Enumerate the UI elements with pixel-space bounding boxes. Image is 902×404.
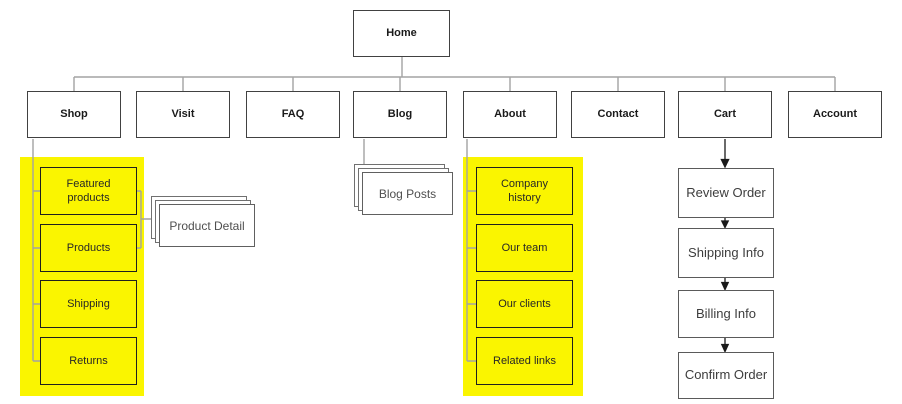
node-contact[interactable]: Contact — [571, 91, 665, 138]
arrow-shipping-to-billing — [720, 278, 730, 292]
node-review-order[interactable]: Review Order — [678, 168, 774, 218]
node-shipping[interactable]: Shipping — [40, 280, 137, 328]
node-faq-label: FAQ — [281, 108, 305, 121]
node-blog[interactable]: Blog — [353, 91, 447, 138]
node-confirm-order-label: Confirm Order — [684, 367, 768, 383]
node-home[interactable]: Home — [353, 10, 450, 57]
node-returns[interactable]: Returns — [40, 337, 137, 385]
node-cart[interactable]: Cart — [678, 91, 772, 138]
node-products-label: Products — [66, 241, 111, 254]
node-faq[interactable]: FAQ — [246, 91, 340, 138]
about-branch-connector — [466, 139, 476, 362]
shop-branch-connector — [32, 139, 40, 362]
node-our-team-label: Our team — [501, 241, 548, 254]
node-account[interactable]: Account — [788, 91, 882, 138]
node-returns-label: Returns — [69, 354, 108, 367]
node-shop[interactable]: Shop — [27, 91, 121, 138]
product-detail-bracket-connector — [137, 190, 152, 249]
node-account-label: Account — [813, 108, 857, 121]
node-our-clients-label: Our clients — [498, 297, 551, 310]
node-featured-products[interactable]: Featured products — [40, 167, 137, 215]
node-our-team[interactable]: Our team — [476, 224, 573, 272]
node-confirm-order[interactable]: Confirm Order — [678, 352, 774, 399]
node-company-history-label: Company history — [500, 177, 549, 204]
node-product-detail-label: Product Detail — [169, 218, 245, 233]
node-blog-label: Blog — [387, 108, 413, 121]
home-tree-connector — [73, 57, 836, 91]
node-about-label: About — [494, 108, 526, 121]
node-blog-posts-stack[interactable]: Blog Posts — [354, 164, 453, 215]
node-our-clients[interactable]: Our clients — [476, 280, 573, 328]
node-about[interactable]: About — [463, 91, 557, 138]
node-visit-label: Visit — [171, 108, 195, 121]
arrow-cart-to-review — [720, 139, 730, 169]
node-visit[interactable]: Visit — [136, 91, 230, 138]
node-review-order-label: Review Order — [686, 184, 766, 200]
node-shipping-info[interactable]: Shipping Info — [678, 228, 774, 278]
node-products[interactable]: Products — [40, 224, 137, 272]
node-featured-products-label: Featured products — [66, 177, 111, 204]
node-billing-info-label: Billing Info — [696, 305, 756, 321]
node-company-history[interactable]: Company history — [476, 167, 573, 215]
node-product-detail-stack[interactable]: Product Detail — [151, 196, 255, 247]
arrow-billing-to-confirm — [720, 338, 730, 354]
node-shipping-label: Shipping — [67, 297, 110, 310]
node-shipping-info-label: Shipping Info — [688, 244, 764, 260]
node-related-links-label: Related links — [493, 354, 556, 367]
node-shop-label: Shop — [60, 108, 88, 121]
node-cart-label: Cart — [713, 108, 736, 121]
node-billing-info[interactable]: Billing Info — [678, 290, 774, 338]
node-blog-posts-label: Blog Posts — [378, 186, 437, 201]
node-product-detail[interactable]: Product Detail — [159, 204, 255, 247]
node-contact-label: Contact — [597, 108, 639, 121]
node-blog-posts[interactable]: Blog Posts — [362, 172, 453, 215]
node-related-links[interactable]: Related links — [476, 337, 573, 385]
node-home-label: Home — [386, 27, 417, 40]
arrow-review-to-shipping — [720, 218, 730, 229]
